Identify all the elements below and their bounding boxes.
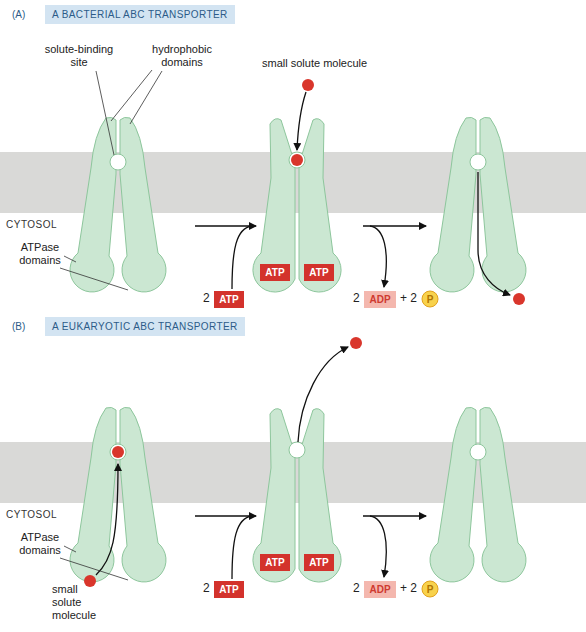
solute-dot [84, 575, 96, 587]
badge-text: ADP [369, 294, 390, 305]
leader-line [60, 558, 128, 580]
phosphate-circle: P [421, 290, 439, 308]
badge-text: ATP [309, 557, 328, 568]
panel-header: A BACTERIAL ABC TRANSPORTER [45, 5, 235, 24]
solute-arrow [478, 172, 510, 295]
step-arrow [195, 225, 256, 226]
compartment-label: CYTOSOL [6, 508, 57, 521]
atp-badge: ATP [214, 581, 244, 598]
badge-text: A EUKARYOTIC ABC TRANSPORTER [52, 321, 238, 332]
leader-line [111, 70, 152, 121]
transporter-inward [70, 407, 166, 582]
leader-line [60, 268, 128, 290]
badge-text: ATP [219, 584, 238, 595]
solute-dot [302, 79, 314, 91]
panel-letter: (B) [12, 320, 25, 333]
part-label: ATPase domains [14, 241, 66, 267]
adp-branch [370, 226, 386, 287]
leader-line [130, 71, 162, 124]
badge-text: A BACTERIAL ABC TRANSPORTER [52, 9, 228, 20]
atp-badge: ATP [304, 264, 334, 281]
badge-text: P [427, 294, 434, 305]
badge-text: ATP [219, 294, 238, 305]
stoichiometry: 2 [203, 292, 210, 305]
leader-line [64, 256, 76, 262]
panel-letter: (A) [12, 8, 25, 21]
stoichiometry: 2 [353, 292, 360, 305]
solute-arrow [298, 347, 348, 442]
leader-line [64, 546, 76, 552]
adp-badge: ADP [364, 291, 396, 308]
panel-header: A EUKARYOTIC ABC TRANSPORTER [45, 317, 245, 336]
badge-text: ATP [309, 267, 328, 278]
solute-dot [513, 293, 525, 305]
solute-dot [350, 337, 362, 349]
transporter-outward [253, 409, 341, 582]
phosphate-fill [422, 291, 438, 307]
transporter-inward [70, 117, 166, 292]
phosphate-fill [422, 581, 438, 597]
atp-badge: ATP [260, 554, 290, 571]
leader-line [96, 71, 114, 155]
atp-badge: ATP [260, 264, 290, 281]
atp-branch [232, 516, 252, 579]
stoichiometry: 2 [353, 582, 360, 595]
atp-badge: ATP [304, 554, 334, 571]
badge-text: ATP [265, 557, 284, 568]
solute-arrow [96, 464, 118, 575]
stoichiometry: + 2 [400, 292, 417, 305]
part-label: solute-binding site [38, 43, 120, 69]
stoichiometry: 2 [203, 582, 210, 595]
solute-arrow [297, 92, 306, 150]
atp-branch [232, 226, 252, 289]
adp-branch [370, 516, 386, 577]
compartment-label: CYTOSOL [6, 218, 57, 231]
adp-badge: ADP [364, 581, 396, 598]
phosphate-circle: P [421, 580, 439, 598]
part-label: hydrophobic domains [144, 43, 220, 69]
atp-badge: ATP [214, 291, 244, 308]
badge-text: ADP [369, 584, 390, 595]
part-label: ATPase domains [14, 531, 66, 557]
step-arrow [195, 515, 256, 516]
badge-text: ATP [265, 267, 284, 278]
part-label: small solute molecule [52, 583, 104, 622]
badge-text: P [427, 584, 434, 595]
transporter-inward [430, 407, 526, 582]
stoichiometry: + 2 [400, 582, 417, 595]
part-label: small solute molecule [262, 57, 392, 70]
